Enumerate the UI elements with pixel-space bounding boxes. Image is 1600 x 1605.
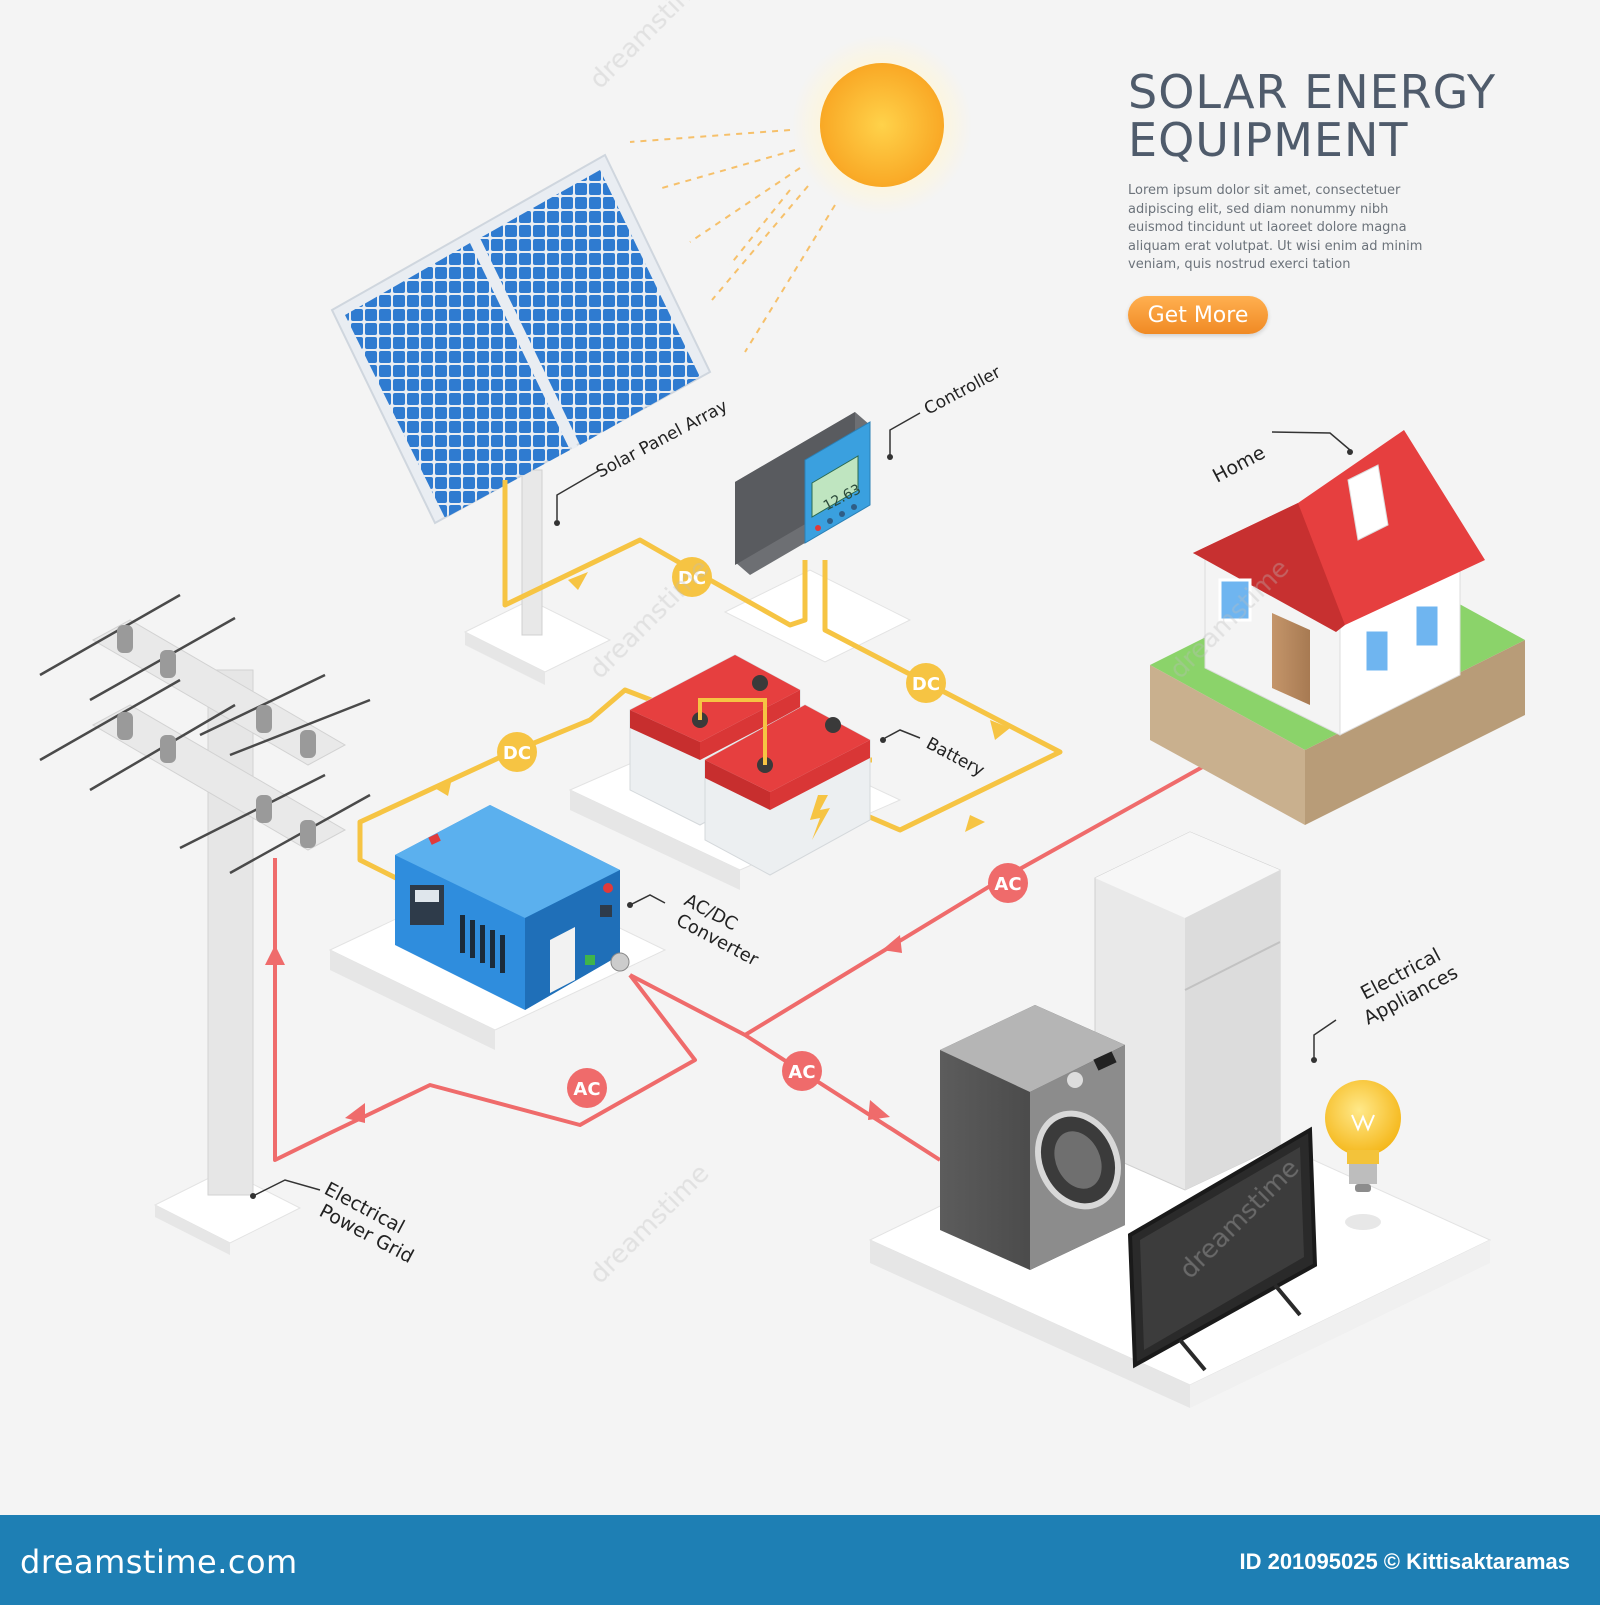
ac-badge-2: AC bbox=[782, 1051, 822, 1091]
dc-badge-1: DC bbox=[672, 557, 712, 597]
washing-machine-icon bbox=[940, 1005, 1125, 1270]
footer-logo: dreamstime.com bbox=[20, 1543, 298, 1581]
description-text: Lorem ipsum dolor sit amet, consectetuer… bbox=[1128, 183, 1423, 272]
solar-panel-icon bbox=[330, 153, 712, 636]
controller-icon: 12.63 bbox=[735, 412, 871, 575]
label-battery: Battery bbox=[923, 734, 988, 781]
svg-text:DC: DC bbox=[503, 743, 531, 764]
diagram-canvas: 12.63 DC DC DC bbox=[39, 0, 1558, 1408]
tv-icon bbox=[1127, 1126, 1318, 1372]
fridge-icon bbox=[1094, 831, 1281, 1191]
dc-badge-2: DC bbox=[906, 663, 946, 703]
leader-dots bbox=[250, 449, 1353, 1199]
ac-badge-1: AC bbox=[988, 863, 1028, 903]
svg-text:DC: DC bbox=[678, 568, 706, 589]
sun-rays bbox=[629, 129, 836, 353]
title-line2: EQUIPMENT bbox=[1128, 113, 1409, 167]
leader-lines bbox=[254, 412, 1351, 1196]
page-title: SOLAR ENERGY EQUIPMENT bbox=[1128, 68, 1558, 164]
light-bulb-icon bbox=[1325, 1080, 1401, 1230]
watermark-text: dreamstime bbox=[584, 553, 716, 685]
power-pole-icon bbox=[39, 593, 371, 1196]
footer-credit: ID 201095025 © Kittisaktaramas bbox=[1239, 1549, 1570, 1574]
watermark-text: dreamstime bbox=[584, 0, 716, 95]
ac-badge-3: AC bbox=[567, 1068, 607, 1108]
svg-text:AC: AC bbox=[573, 1079, 600, 1100]
svg-text:DC: DC bbox=[912, 674, 940, 695]
battery-icon bbox=[629, 654, 871, 876]
converter-icon bbox=[395, 805, 630, 1010]
ac-arrows bbox=[265, 935, 902, 1123]
watermark-text: dreamstime bbox=[584, 1158, 716, 1290]
dc-arrows bbox=[433, 572, 1010, 832]
dc-badge-3: DC bbox=[497, 732, 537, 772]
house-icon bbox=[1150, 430, 1525, 825]
sun-icon bbox=[792, 35, 972, 215]
label-controller: Controller bbox=[921, 362, 1004, 419]
title-line1: SOLAR ENERGY bbox=[1128, 65, 1497, 119]
diagram-svg: 12.63 DC DC DC bbox=[39, 0, 1525, 1408]
svg-text:AC: AC bbox=[788, 1062, 815, 1083]
footer-bar: dreamstime.com ID 201095025 © Kittisakta… bbox=[0, 1515, 1600, 1605]
get-more-button[interactable]: Get More bbox=[1128, 296, 1268, 334]
svg-text:AC: AC bbox=[994, 874, 1021, 895]
label-home: Home bbox=[1209, 442, 1269, 488]
